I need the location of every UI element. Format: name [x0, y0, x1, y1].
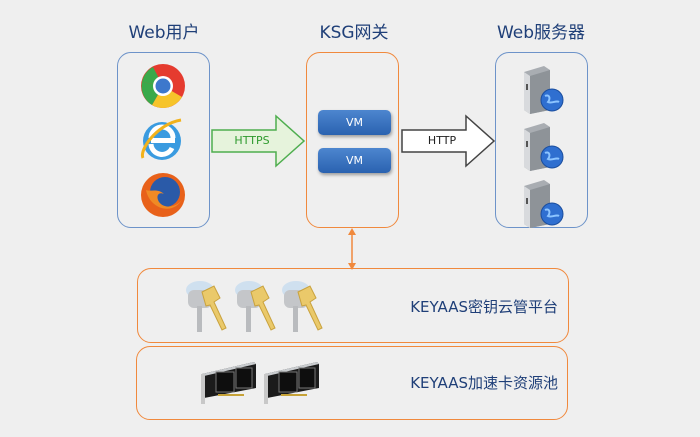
- web-servers-box: [495, 52, 588, 228]
- key-management-label: KEYAAS密钥云管平台: [410, 298, 558, 316]
- key-management-panel: [137, 268, 569, 343]
- accelerator-pool-panel: [136, 346, 568, 420]
- web-servers-title: Web服务器: [496, 23, 586, 43]
- internet-explorer-icon: [140, 118, 182, 160]
- key-icon: [280, 278, 332, 340]
- ksg-gateway-box: [306, 52, 399, 228]
- web-server-icon: [518, 178, 568, 232]
- ksg-gateway-title: KSG网关: [319, 23, 389, 43]
- key-icon: [233, 278, 285, 340]
- key-icon: [184, 278, 236, 340]
- chrome-icon: [141, 64, 185, 108]
- accelerator-pool-label: KEYAAS加速卡资源池: [410, 374, 558, 392]
- https-arrow: [211, 114, 306, 168]
- accelerator-card-icon: [196, 358, 260, 412]
- web-server-icon: [518, 64, 568, 118]
- bidirectional-arrow: [348, 228, 356, 270]
- web-server-icon: [518, 121, 568, 175]
- http-label: HTTP: [427, 134, 457, 147]
- accelerator-card-icon: [259, 358, 323, 412]
- vm-block: VM: [318, 110, 391, 135]
- vm-block: VM: [318, 148, 391, 173]
- web-users-title: Web用户: [128, 23, 200, 43]
- http-arrow: [401, 114, 496, 168]
- web-users-box: [117, 52, 210, 228]
- firefox-icon: [141, 173, 185, 217]
- https-label: HTTPS: [234, 134, 270, 147]
